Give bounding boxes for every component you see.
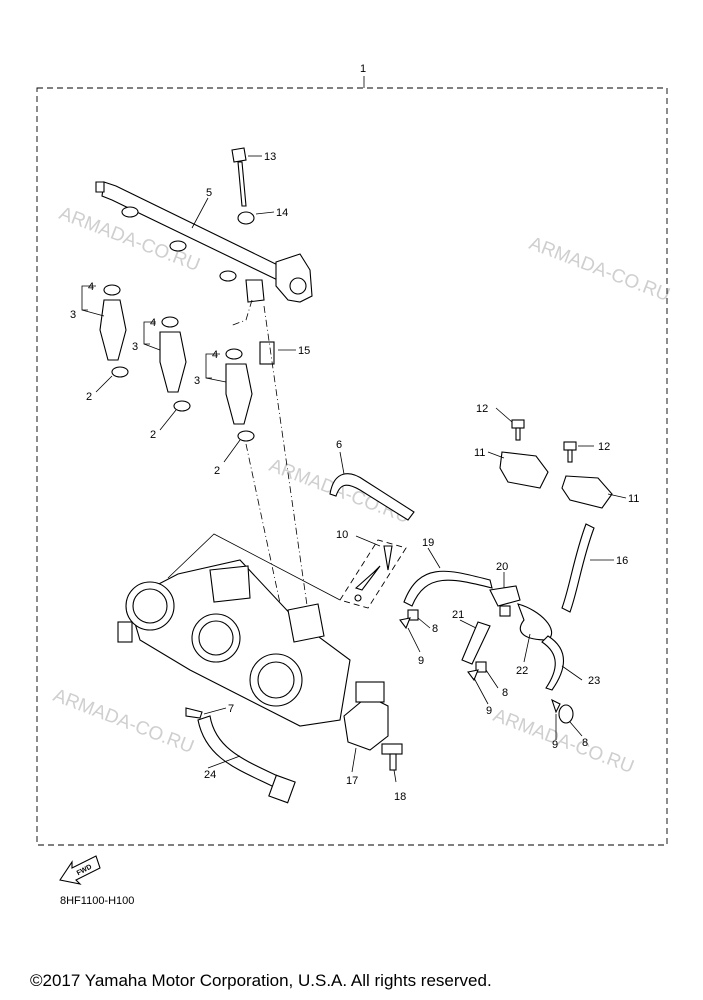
diagram-code: 8HF1100-H100 (60, 895, 134, 907)
assembly-boundary (36, 87, 668, 846)
callout-10: 10 (336, 529, 348, 541)
hose-24 (197, 715, 296, 804)
callout-20: 20 (496, 561, 508, 573)
sensor-17 (343, 681, 389, 751)
copyright-notice: ©2017 Yamaha Motor Corporation, U.S.A. A… (30, 971, 492, 990)
callout-1: 1 (360, 63, 366, 75)
screw-set-box (339, 539, 407, 609)
fitting-set-a (399, 609, 419, 630)
fitting-set-b (467, 661, 487, 682)
callout-4b: 4 (150, 317, 156, 329)
watermark-3: ARMADA-CO.RU (266, 455, 412, 528)
callout-14: 14 (276, 207, 288, 219)
callout-2c: 2 (214, 465, 220, 477)
callout-4c: 4 (212, 349, 218, 361)
sensor-11-b (561, 475, 613, 509)
callout-24: 24 (204, 769, 216, 781)
callout-3a: 3 (70, 309, 76, 321)
callout-9c: 9 (552, 739, 558, 751)
callout-13: 13 (264, 151, 276, 163)
watermark-2: ARMADA-CO.RU (526, 233, 672, 306)
callout-17: 17 (346, 775, 358, 787)
connector-20 (489, 585, 521, 617)
bolt-13 (231, 147, 247, 207)
hose-6 (329, 473, 415, 521)
callout-5: 5 (206, 187, 212, 199)
hose-16 (561, 523, 595, 613)
callout-22: 22 (516, 665, 528, 677)
callout-8b: 8 (502, 687, 508, 699)
watermark-4: ARMADA-CO.RU (50, 685, 196, 758)
sensor-11-a (499, 451, 549, 489)
callout-8c: 8 (582, 737, 588, 749)
callout-3c: 3 (194, 375, 200, 387)
callout-3b: 3 (132, 341, 138, 353)
fuel-rail (95, 181, 313, 303)
throttle-body (117, 559, 351, 727)
injector-set-1 (99, 284, 129, 378)
callout-4a: 4 (88, 281, 94, 293)
callout-23: 23 (588, 675, 600, 687)
washer-14 (237, 211, 255, 225)
callout-18: 18 (394, 791, 406, 803)
hose-23 (541, 635, 564, 691)
callout-12b: 12 (598, 441, 610, 453)
callout-2b: 2 (150, 429, 156, 441)
bolt-12-b (563, 441, 577, 463)
callout-7: 7 (228, 703, 234, 715)
callout-2a: 2 (86, 391, 92, 403)
hose-19 (403, 570, 493, 607)
callout-11b: 11 (628, 493, 639, 505)
callout-9a: 9 (418, 655, 424, 667)
screw-10 (354, 545, 393, 602)
callout-19: 19 (422, 537, 434, 549)
callout-9b: 9 (486, 705, 492, 717)
hose-22 (517, 603, 553, 641)
callout-16: 16 (616, 555, 628, 567)
forward-arrow-icon: FWD (59, 855, 101, 885)
callout-labels: 1 13 5 14 4 3 4 3 15 4 3 2 12 2 6 12 11 … (70, 63, 639, 803)
bolt-18 (381, 743, 403, 771)
callout-8a: 8 (432, 623, 438, 635)
bolt-12-a (511, 419, 525, 441)
fitting-set-c (551, 698, 574, 724)
callout-21: 21 (452, 609, 464, 621)
sleeve-15 (259, 341, 275, 365)
callout-12a: 12 (476, 403, 488, 415)
injector-set-2 (159, 316, 191, 412)
callout-15: 15 (298, 345, 310, 357)
tube-21 (461, 621, 491, 665)
callout-6: 6 (336, 439, 342, 451)
callout-11a: 11 (474, 447, 485, 459)
injector-set-3 (225, 348, 255, 442)
clip-7 (185, 707, 203, 719)
